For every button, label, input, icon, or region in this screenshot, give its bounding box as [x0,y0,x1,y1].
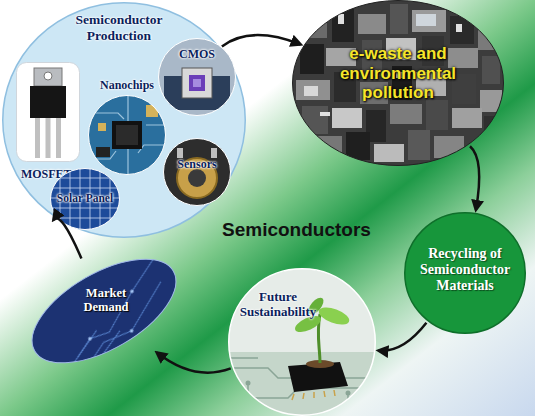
solar-panel-circle: Solar Panel [50,168,120,230]
node-label: Sensors [163,158,231,172]
e-waste-circle-outline [292,0,504,166]
cmos-circle: CMOS [158,38,236,116]
cycle-arrow [470,146,479,210]
production-circle: Semiconductor ProductionMOSFETsNanochips… [2,2,246,238]
mosfet-image-shape [17,63,80,162]
sustainability-circle: Future Sustainability [228,268,376,416]
nanochip-circle-outline [88,95,166,175]
cycle-arrow [222,35,301,46]
recycling-circle-shape [405,213,526,334]
sensor-circle-shape [164,139,231,206]
center-title: Semiconductors [222,219,371,241]
nanochip-circle-shape [89,96,166,175]
recycling-circle: Recycling of Semiconductor Materials [404,212,526,334]
node-label: e-waste and environmental pollution [328,44,468,103]
mosfet-image: MOSFETs [16,62,80,162]
sensor-circle: Sensors [163,138,231,206]
sustainability-circle-outline [228,268,376,416]
nanochip-circle: Nanochips [88,95,166,175]
node-label: CMOS [158,48,236,62]
mosfet-image-outline [16,62,80,162]
node-label: Nanochips [84,79,170,93]
sensor-circle-outline [163,138,231,206]
cycle-arrow [54,218,82,258]
node-label: Future Sustainability [236,290,320,320]
node-label: Solar Panel [44,192,126,205]
cycle-arrow [379,323,427,351]
production-circle-shape [3,3,246,238]
cmos-circle-shape [159,39,236,116]
node-label: Semiconductor Production [64,12,174,43]
market-ellipse: Market Demand [28,258,180,364]
node-label: Recycling of Semiconductor Materials [412,246,518,294]
cycle-arrow [157,353,231,373]
sustainability-circle-shape [229,269,376,416]
e-waste-circle-shape [293,1,504,166]
e-waste-circle: e-waste and environmental pollution [292,0,504,166]
market-ellipse-shape [16,238,193,384]
node-label: Market Demand [64,286,148,315]
